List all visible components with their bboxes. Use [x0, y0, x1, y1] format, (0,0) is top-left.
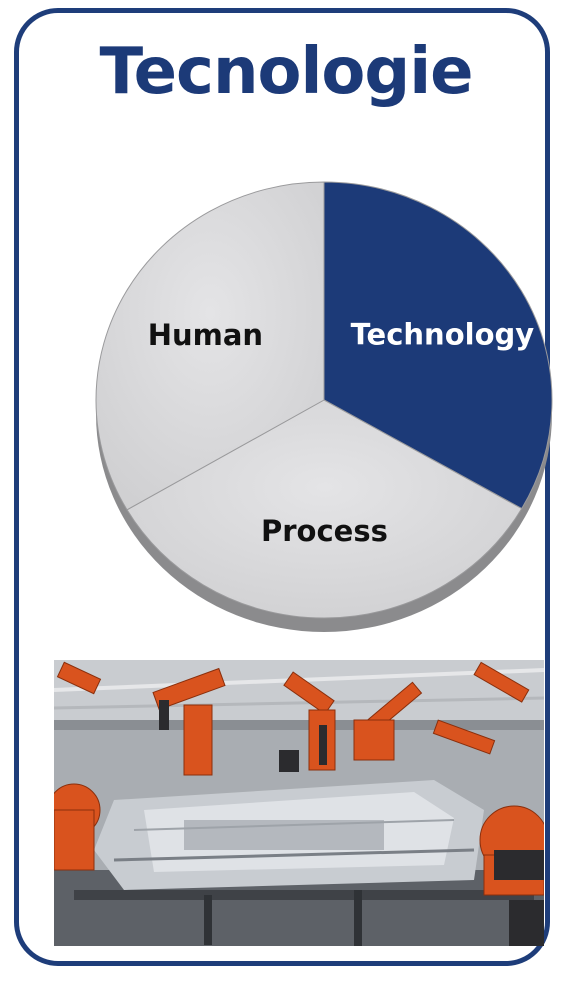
pie-slice-process [126, 399, 523, 619]
slide-title: Tecnologie [99, 35, 473, 109]
factory-robots-image [54, 660, 544, 946]
pie-slice-technology [323, 181, 553, 510]
pie-label-process: Process [261, 514, 388, 548]
pie-label-human: Human [148, 318, 263, 352]
pie-slice-human [95, 181, 325, 511]
pie-label-technology: Technology [351, 317, 535, 351]
